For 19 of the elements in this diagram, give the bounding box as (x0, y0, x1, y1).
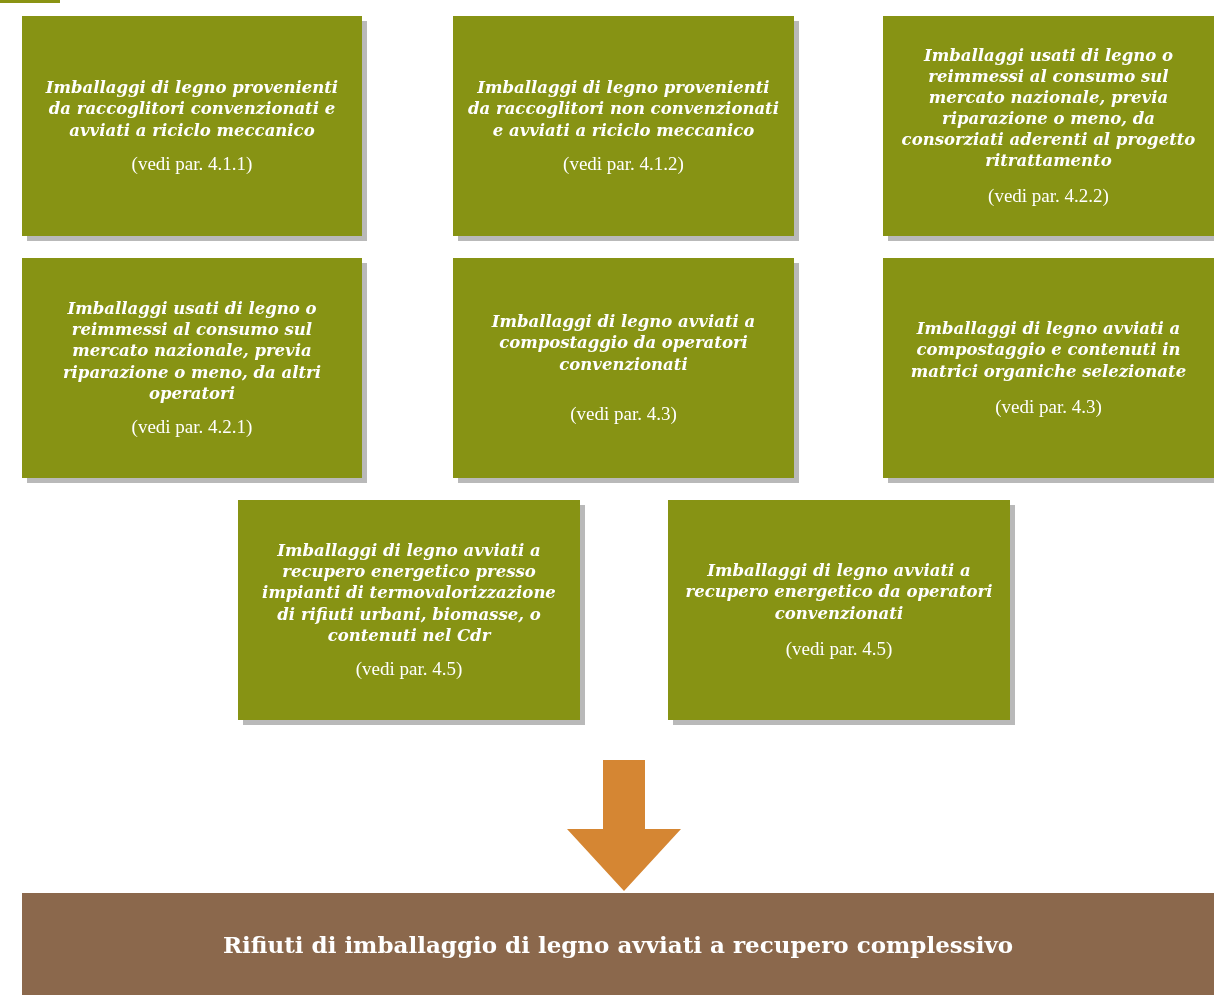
section-reference: (vedi par. 4.1.1) (131, 152, 253, 175)
category-title: Imballaggi di legno avviati a recupero energetico da operatori convenzionati (684, 560, 994, 624)
section-reference: (vedi par. 4.2.1) (131, 415, 253, 438)
category-title: Imballaggi di legno avviati a compostaggio da operatori convenzionati (490, 311, 757, 375)
section-reference: (vedi par. 4.5) (355, 657, 463, 680)
category-title: Imballaggi usati di legno o reimmessi al consumo sul mercato nazionale, previa riparazione o meno, da altri operatori (61, 298, 323, 404)
block-arrow (567, 760, 681, 891)
section-reference: (vedi par. 4.3) (570, 402, 677, 425)
result-band (22, 893, 1214, 995)
result-text: Rifiuti di imballaggio di legno avviati a recupero complessivo (222, 930, 1014, 958)
section-reference: (vedi par. 4.5) (785, 637, 893, 660)
category-title: Imballaggi di legno avviati a compostaggio e contenuti in matrici organiche selezionate (909, 318, 1188, 382)
section-reference: (vedi par. 4.1.2) (563, 152, 684, 175)
category-title: Imballaggi usati di legno o reimmessi al consumo sul mercato nazionale, previa riparazione o meno, da consorziati aderenti al progetto ritrattamento (900, 44, 1197, 172)
category-title: Imballaggi di legno avviati a recupero energetico presso impianti di termovalorizzazione di rifiuti urbani, biomasse, o contenuti nel Cdr (261, 540, 557, 646)
section-reference: (vedi par. 4.3) (995, 395, 1102, 418)
category-title: Imballaggi di legno provenienti da raccoglitori non convenzionati e avviati a riciclo meccanico (467, 77, 780, 141)
category-title: Imballaggi di legno provenienti da raccoglitori convenzionati e avviati a riciclo meccanico (44, 77, 340, 141)
section-reference: (vedi par. 4.2.2) (988, 185, 1109, 208)
